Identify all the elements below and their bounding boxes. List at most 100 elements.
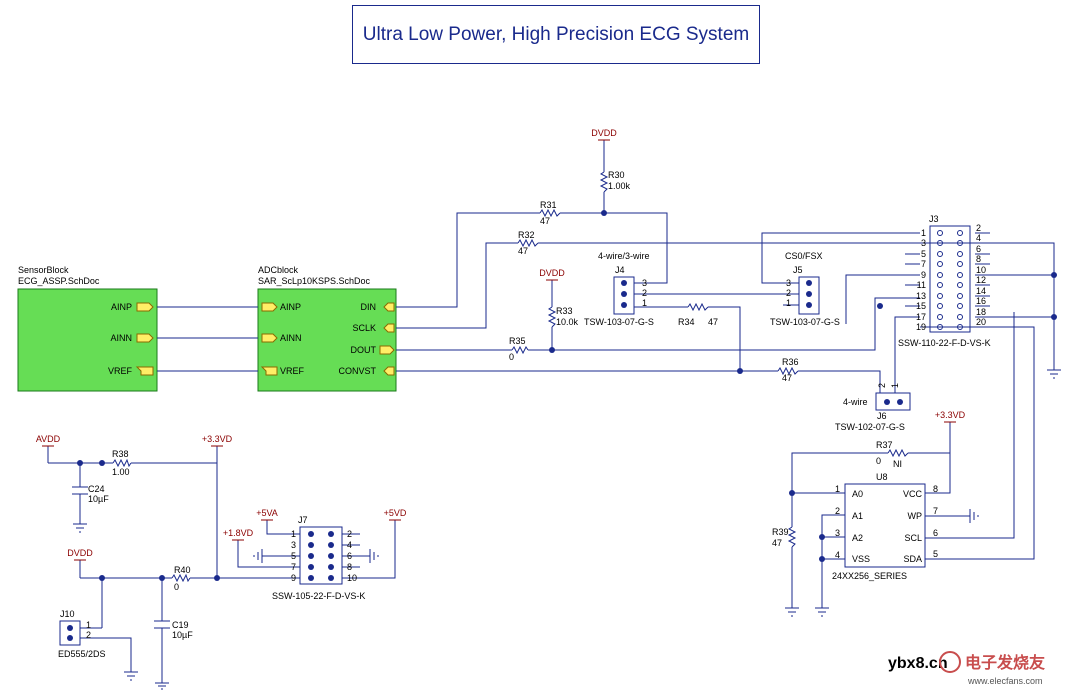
j4-part: TSW-103-07-G-S — [584, 317, 654, 327]
svg-text:3: 3 — [291, 540, 296, 550]
v5vd-label: +5VD — [384, 508, 407, 518]
adc-port-ainn-label: AINN — [280, 333, 302, 343]
svg-text:SDA: SDA — [903, 554, 922, 564]
watermark: ybx8.cn 电子发烧友 www.elecfans.com — [888, 651, 1046, 686]
svg-text:10: 10 — [976, 265, 986, 275]
svg-text:18: 18 — [976, 307, 986, 317]
j10-ref: J10 — [60, 609, 75, 619]
r40-val: 0 — [174, 582, 179, 592]
svg-text:7: 7 — [291, 562, 296, 572]
sensor-port-ainp — [136, 302, 154, 312]
j3-part: SSW-110-22-F-D-VS-K — [898, 338, 991, 348]
r37-val: 0 — [876, 456, 881, 466]
svg-text:15: 15 — [916, 301, 926, 311]
j6-pin2: 2 — [877, 383, 887, 388]
adc-port-ainn — [261, 333, 278, 343]
r40-ref: R40 — [174, 565, 191, 575]
adc-sheet-name: ADCblock — [258, 265, 299, 275]
svg-text:3: 3 — [835, 528, 840, 538]
watermark-url: www.elecfans.com — [967, 676, 1043, 686]
j10-body — [59, 620, 81, 646]
adc-port-vref — [260, 366, 278, 376]
svg-text:VSS: VSS — [852, 554, 870, 564]
j5-caption: CS0/FSX — [785, 251, 823, 261]
svg-text:2: 2 — [347, 529, 352, 539]
svg-text:9: 9 — [921, 270, 926, 280]
v18-label: +1.8VD — [223, 528, 254, 538]
svg-text:4: 4 — [835, 550, 840, 560]
svg-text:12: 12 — [976, 275, 986, 285]
junction-dots — [77, 210, 1057, 581]
j6-part: TSW-102-07-G-S — [835, 422, 905, 432]
r30-ref: R30 — [608, 170, 625, 180]
r32-val: 47 — [518, 246, 528, 256]
r34-val: 47 — [708, 317, 718, 327]
j5-pin3: 3 — [786, 278, 791, 288]
r36-val: 47 — [782, 373, 792, 383]
svg-text:9: 9 — [291, 573, 296, 583]
v5va-label: +5VA — [256, 508, 278, 518]
svg-text:1: 1 — [921, 228, 926, 238]
j5-pin1: 1 — [786, 298, 791, 308]
svg-text:4: 4 — [976, 233, 981, 243]
u8-part: 24XX256_SERIES — [832, 571, 907, 581]
sensor-port-ainn — [136, 333, 154, 343]
j3-ref: J3 — [929, 214, 939, 224]
j3-body — [929, 225, 971, 333]
adc-port-din-label: DIN — [361, 302, 377, 312]
j4-ref: J4 — [615, 265, 625, 275]
power-bars — [42, 139, 956, 561]
svg-text:5: 5 — [291, 551, 296, 561]
adc-port-dout-label: DOUT — [351, 345, 377, 355]
svg-text:2: 2 — [976, 223, 981, 233]
svg-text:7: 7 — [933, 506, 938, 516]
j4-pin2: 2 — [642, 288, 647, 298]
svg-text:6: 6 — [976, 244, 981, 254]
svg-text:WP: WP — [908, 511, 923, 521]
svg-text:6: 6 — [347, 551, 352, 561]
svg-text:VCC: VCC — [903, 489, 923, 499]
j4-body — [613, 276, 635, 315]
j7-even-pin-numbers: 2 4 6 8 10 — [347, 529, 357, 583]
r36-ref: R36 — [782, 357, 799, 367]
j3-even-pin-numbers: 2 4 6 8 10 12 14 16 18 20 — [976, 223, 986, 327]
adc-sheet — [257, 288, 397, 392]
r38-ref: R38 — [112, 449, 129, 459]
svg-text:6: 6 — [933, 528, 938, 538]
adc-port-vref-label: VREF — [280, 366, 305, 376]
adc-port-sclk-label: SCLK — [352, 323, 376, 333]
dvdd-top-label: DVDD — [591, 128, 617, 138]
r32-ref: R32 — [518, 230, 535, 240]
r33-ref: R33 — [556, 306, 573, 316]
adc-port-ainp-label: AINP — [280, 302, 301, 312]
svg-text:5: 5 — [933, 549, 938, 559]
u8-right-pins: 8 VCC 7 WP 6 SCL 5 SDA — [903, 484, 938, 564]
svg-text:20: 20 — [976, 317, 986, 327]
sensor-sheet — [17, 288, 158, 392]
dvdd-left-label: DVDD — [67, 548, 93, 558]
j4-caption: 4-wire/3-wire — [598, 251, 650, 261]
j6-caption: 4-wire — [843, 397, 868, 407]
r34-ref: R34 — [678, 317, 695, 327]
svg-text:16: 16 — [976, 296, 986, 306]
watermark-site: ybx8.cn — [888, 655, 948, 672]
svg-text:8: 8 — [933, 484, 938, 494]
j6-body — [875, 392, 911, 411]
r37-note: NI — [893, 459, 902, 469]
watermark-logo-icon — [939, 651, 961, 673]
sensor-port-vref-label: VREF — [108, 366, 133, 376]
svg-text:1: 1 — [835, 484, 840, 494]
c24-val: 10µF — [88, 494, 109, 504]
u8-left-pins: 1 A0 2 A1 3 A2 4 VSS — [835, 484, 870, 564]
j5-ref: J5 — [793, 265, 803, 275]
j7-ref: J7 — [298, 515, 308, 525]
j5-part: TSW-103-07-G-S — [770, 317, 840, 327]
r37-ref: R37 — [876, 440, 893, 450]
j6-ref: J6 — [877, 411, 887, 421]
avdd-label: AVDD — [36, 434, 61, 444]
v33-a-label: +3.3VD — [202, 434, 233, 444]
adc-sheet-file: SAR_ScLp10KSPS.SchDoc — [258, 276, 371, 286]
title-box: Ultra Low Power, High Precision ECG Syst… — [352, 5, 760, 64]
j3-odd-pin-numbers: 1 3 5 7 9 11 13 15 17 19 — [916, 228, 926, 332]
